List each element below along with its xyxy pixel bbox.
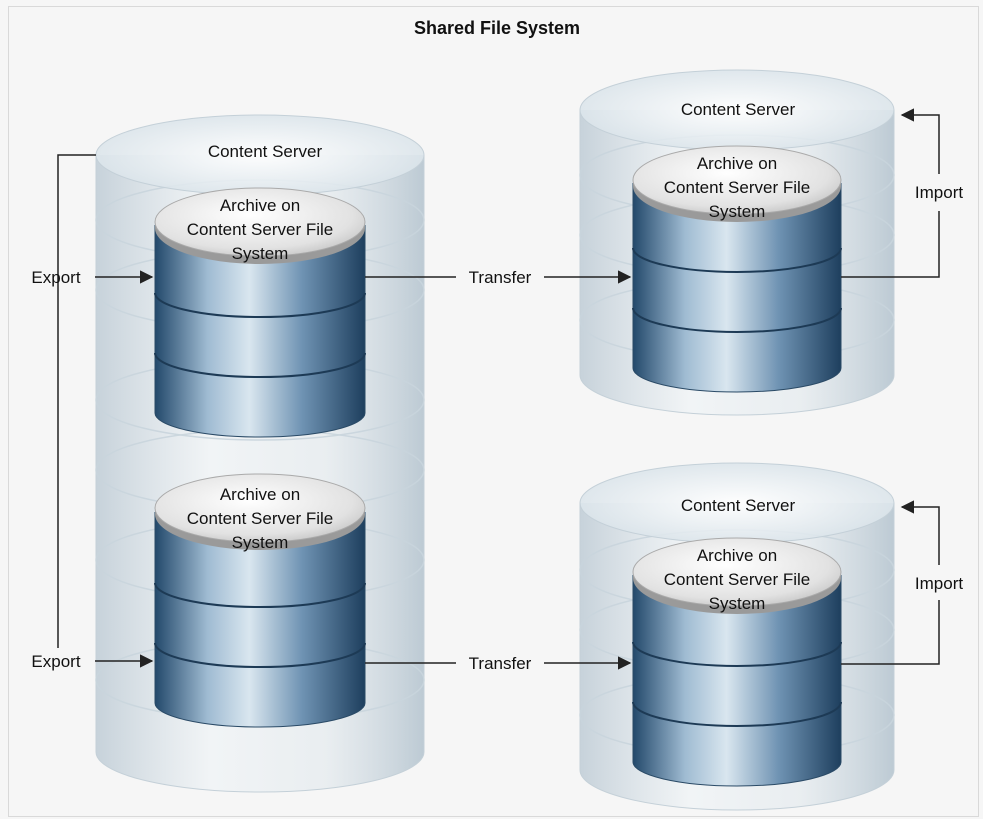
source-server-label: Content Server [208, 142, 323, 161]
import-line-1a [841, 211, 940, 278]
transfer-label-2: Transfer [469, 654, 532, 673]
import-line-2a [841, 600, 940, 665]
source-archive-2: Archive on Content Server File System [154, 473, 366, 728]
target-archive-1: Archive on Content Server File System [632, 145, 842, 393]
target-server-1-label: Content Server [681, 100, 796, 119]
archive-label-line-3: System [709, 594, 766, 613]
import-label-2: Import [915, 574, 963, 593]
archive-label-line-3: System [232, 244, 289, 263]
source-archive-1: Archive on Content Server File System [154, 187, 366, 438]
export-bracket-line [57, 154, 96, 648]
import-arrow-2 [900, 500, 940, 565]
archive-label-line-1: Archive on [220, 485, 300, 504]
export-label-1: Export [31, 268, 80, 287]
archive-label-line-2: Content Server File [664, 178, 810, 197]
archive-label-line-2: Content Server File [187, 509, 333, 528]
archive-label-line-3: System [232, 533, 289, 552]
transfer-label-1: Transfer [469, 268, 532, 287]
export-label-2: Export [31, 652, 80, 671]
connector-lines [57, 108, 940, 670]
archive-label-line-2: Content Server File [187, 220, 333, 239]
frame-border [8, 6, 979, 817]
diagram-title: Shared File System [414, 18, 580, 38]
archive-label-line-3: System [709, 202, 766, 221]
import-label-1: Import [915, 183, 963, 202]
archive-label-line-1: Archive on [220, 196, 300, 215]
archive-label-line-2: Content Server File [664, 570, 810, 589]
target-server-2-label: Content Server [681, 496, 796, 515]
archive-label-line-1: Archive on [697, 546, 777, 565]
archive-label-line-1: Archive on [697, 154, 777, 173]
import-arrow-1 [900, 108, 940, 174]
target-archive-2: Archive on Content Server File System [632, 537, 842, 787]
